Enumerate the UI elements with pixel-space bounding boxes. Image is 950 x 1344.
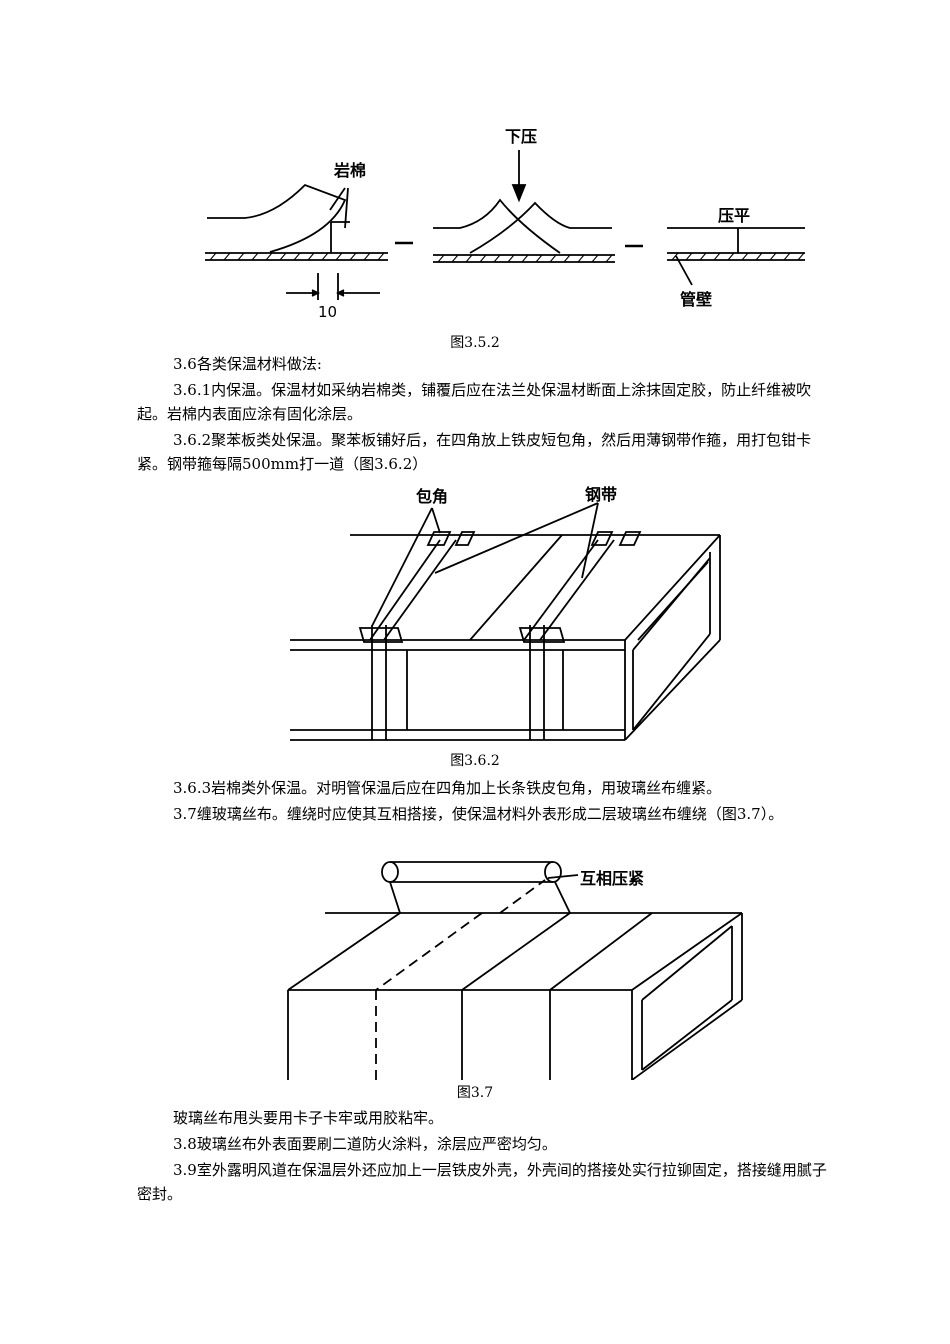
paragraph-3-6-3: 3.6.3岩棉类外保温。对明管保温后应在四角加上长条铁皮包角，用玻璃丝布缠紧。 <box>173 779 722 797</box>
polystyrene-strapping-diagram: 包角 钢带 <box>290 485 721 741</box>
label-press-down: 下压 <box>505 127 537 146</box>
label-corner-wrap: 包角 <box>416 487 448 506</box>
glass-fiber-cloth-diagram: 互相压紧 <box>287 861 743 1080</box>
label-pipe-wall: 管壁 <box>680 290 712 309</box>
label-press-flat: 压平 <box>718 206 750 225</box>
insulation-pressing-diagram: 岩棉 下压 压平 管壁 10 <box>205 127 805 321</box>
figure-3-7: 互相压紧 <box>0 852 950 1080</box>
paragraph-3-9: 3.9室外露明风道在保温层外还应加上一层铁皮外壳，外壳间的搭接处实行拉铆固定，搭… <box>137 1161 827 1203</box>
paragraph-3-7: 3.7缠玻璃丝布。缠绕时应使其互相搭接，使保温材料外表形成二层玻璃丝布缠绕（图3… <box>173 805 784 823</box>
caption-figure-3-6-2: 图3.6.2 <box>450 753 500 769</box>
paragraph-glass-cloth-ends: 玻璃丝布甩头要用卡子卡牢或用胶粘牢。 <box>173 1109 444 1127</box>
paragraph-3-6: 3.6各类保温材料做法: <box>173 355 322 373</box>
label-overlap-press: 互相压紧 <box>580 869 644 888</box>
figure-3-5-2: 岩棉 下压 压平 管壁 10 <box>0 110 950 330</box>
caption-figure-3-5-2: 图3.5.2 <box>450 335 500 351</box>
caption-figure-3-7: 图3.7 <box>456 1085 494 1101</box>
label-rock-wool: 岩棉 <box>333 161 366 180</box>
label-dimension-10: 10 <box>318 303 337 321</box>
label-steel-strap: 钢带 <box>585 485 617 504</box>
figure-3-6-2: 包角 钢带 <box>0 478 950 750</box>
paragraph-3-6-1: 3.6.1内保温。保温材如采纳岩棉类，铺覆后应在法兰处保温材断面上涂抹固定胶，防… <box>137 381 812 423</box>
paragraph-3-8: 3.8玻璃丝布外表面要刷二道防火涂料，涂层应严密均匀。 <box>173 1135 557 1153</box>
paragraph-3-6-2: 3.6.2聚苯板类处保温。聚苯板铺好后，在四角放上铁皮短包角，然后用薄钢带作箍，… <box>137 431 812 473</box>
